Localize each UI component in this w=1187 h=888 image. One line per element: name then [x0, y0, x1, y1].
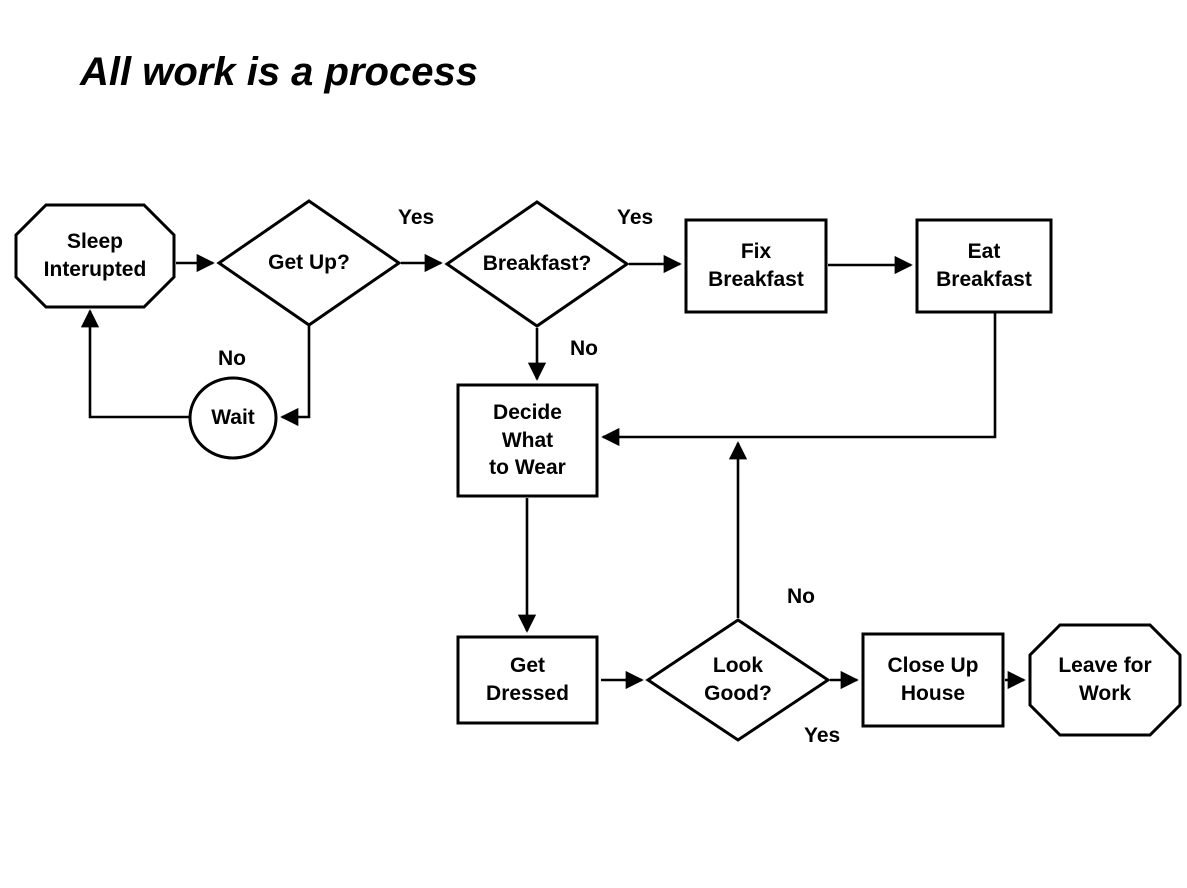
node-shape-leave-for-work[interactable] — [1028, 623, 1182, 737]
edge-label-yes-breakfast: Yes — [617, 206, 654, 229]
edge-eat-to-decide — [601, 313, 997, 447]
node-shape-close-up-house[interactable] — [861, 632, 1005, 728]
edge-label-yes-look-good: Yes — [804, 724, 841, 747]
node-shape-get-dressed[interactable] — [456, 635, 599, 725]
edge-label-no-breakfast: No — [570, 337, 598, 360]
edge-label-no-get-up: No — [218, 347, 246, 370]
node-shape-breakfast[interactable] — [444, 200, 630, 328]
edge-get-up-to-wait — [280, 325, 311, 427]
edge-label-yes-get-up: Yes — [398, 206, 435, 229]
node-shape-look-good[interactable] — [645, 618, 831, 742]
node-shape-eat-breakfast[interactable] — [915, 218, 1053, 314]
node-shape-wait[interactable] — [188, 376, 278, 460]
node-shape-sleep-interupted[interactable] — [14, 203, 176, 309]
node-shape-get-up[interactable] — [216, 199, 402, 327]
edge-label-no-look-good: No — [787, 585, 815, 608]
node-shape-fix-breakfast[interactable] — [684, 218, 828, 314]
node-shape-decide-what-to-wear[interactable] — [456, 383, 599, 498]
edge-wait-to-sleep — [80, 309, 190, 419]
page-title: All work is a process — [80, 50, 478, 94]
